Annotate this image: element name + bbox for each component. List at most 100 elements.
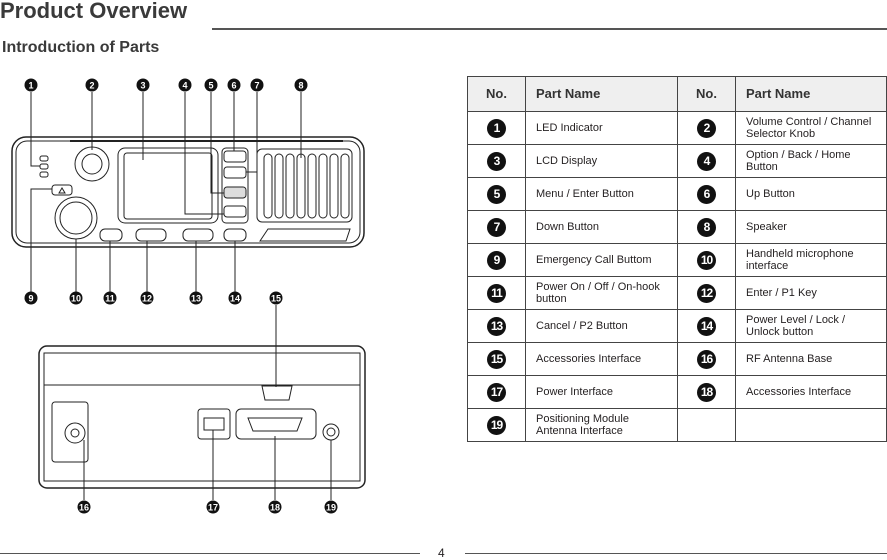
part-number-cell: 19 bbox=[467, 408, 526, 442]
callout-marker bbox=[140, 291, 154, 305]
part-number-badge: 9 bbox=[487, 250, 506, 270]
part-number-cell: 2 bbox=[677, 111, 736, 145]
callout-marker bbox=[250, 78, 264, 92]
callout-marker bbox=[227, 78, 241, 92]
header-part-name-2: Part Name bbox=[735, 76, 887, 112]
callout-marker bbox=[324, 500, 338, 514]
part-number-cell: 1 bbox=[467, 111, 526, 145]
part-number-badge: 19 bbox=[487, 415, 506, 435]
part-number-cell: 11 bbox=[467, 276, 526, 310]
callout-number: 6 bbox=[231, 81, 236, 91]
part-number-cell: 9 bbox=[467, 243, 526, 277]
callout-marker bbox=[189, 291, 203, 305]
part-number-cell: 17 bbox=[467, 375, 526, 409]
part-number-badge: 10 bbox=[697, 250, 716, 270]
callout-marker bbox=[269, 291, 283, 305]
footer-rule-right bbox=[465, 553, 887, 554]
callout-marker bbox=[85, 78, 99, 92]
part-name-cell: Option / Back / Home Button bbox=[735, 144, 887, 178]
callout-number: 11 bbox=[105, 294, 115, 304]
callout-marker bbox=[268, 500, 282, 514]
part-name-cell: RF Antenna Base bbox=[735, 342, 887, 376]
header-no: No. bbox=[467, 76, 526, 112]
callout-number: 17 bbox=[208, 503, 218, 513]
header-no-2: No. bbox=[677, 76, 736, 112]
callout-marker bbox=[228, 291, 242, 305]
part-name-cell: Down Button bbox=[525, 210, 678, 244]
part-number-badge: 3 bbox=[487, 151, 506, 171]
callout-marker bbox=[136, 78, 150, 92]
part-number-badge: 12 bbox=[697, 283, 716, 303]
part-number-cell: 16 bbox=[677, 342, 736, 376]
part-number-badge: 6 bbox=[697, 184, 716, 204]
callout-number: 2 bbox=[89, 81, 94, 91]
callout-number: 1 bbox=[28, 81, 33, 91]
part-name-cell: Volume Control / Channel Selector Knob bbox=[735, 111, 887, 145]
callout-marker bbox=[178, 78, 192, 92]
callout-marker bbox=[204, 78, 218, 92]
header-part-name: Part Name bbox=[525, 76, 678, 112]
callout-number: 12 bbox=[142, 294, 152, 304]
part-name-cell: Speaker bbox=[735, 210, 887, 244]
page-title: Product Overview bbox=[0, 0, 188, 23]
title-rule bbox=[212, 28, 887, 30]
callout-number: 5 bbox=[208, 81, 213, 91]
callout-number: 8 bbox=[298, 81, 303, 91]
part-number-cell bbox=[677, 408, 736, 442]
part-name-cell: Up Button bbox=[735, 177, 887, 211]
part-number-cell: 12 bbox=[677, 276, 736, 310]
part-number-cell: 15 bbox=[467, 342, 526, 376]
callout-number: 10 bbox=[71, 294, 81, 304]
callout-number: 16 bbox=[79, 503, 89, 513]
part-number-cell: 18 bbox=[677, 375, 736, 409]
part-number-cell: 3 bbox=[467, 144, 526, 178]
callout-number: 3 bbox=[140, 81, 145, 91]
callout-marker bbox=[24, 291, 38, 305]
part-name-cell: Power On / Off / On-hook button bbox=[525, 276, 678, 310]
front-panel bbox=[11, 136, 365, 248]
callout-marker bbox=[294, 78, 308, 92]
part-number-cell: 14 bbox=[677, 309, 736, 343]
part-name-cell: LCD Display bbox=[525, 144, 678, 178]
part-name-cell: Enter / P1 Key bbox=[735, 276, 887, 310]
part-number-badge: 5 bbox=[487, 184, 506, 204]
callout-number: 7 bbox=[254, 81, 259, 91]
part-name-cell: Accessories Interface bbox=[525, 342, 678, 376]
part-number-cell: 6 bbox=[677, 177, 736, 211]
part-number-badge: 13 bbox=[487, 316, 506, 336]
callout-marker bbox=[206, 500, 220, 514]
table-row: 3 LCD Display 4 Option / Back / Home Button bbox=[467, 144, 887, 178]
callout-number: 13 bbox=[191, 294, 201, 304]
part-number-badge: 11 bbox=[487, 283, 506, 303]
callout-number: 15 bbox=[271, 294, 281, 304]
part-number-badge: 18 bbox=[697, 382, 716, 402]
part-name-cell: Positioning Module Antenna Interface bbox=[525, 408, 678, 442]
part-number-cell: 7 bbox=[467, 210, 526, 244]
page-number: 4 bbox=[438, 546, 445, 560]
section-heading: Introduction of Parts bbox=[2, 39, 160, 56]
part-number-badge: 4 bbox=[697, 151, 716, 171]
callout-marker bbox=[103, 291, 117, 305]
part-number-badge: 14 bbox=[697, 316, 716, 336]
part-number-badge: 1 bbox=[487, 118, 506, 138]
front-leader-lines bbox=[30, 92, 302, 387]
callout-marker bbox=[69, 291, 83, 305]
table-row: 11 Power On / Off / On-hook button 12 Enter… bbox=[467, 276, 887, 310]
part-name-cell: LED Indicator bbox=[525, 111, 678, 145]
part-number-cell: 5 bbox=[467, 177, 526, 211]
part-name-cell: Cancel / P2 Button bbox=[525, 309, 678, 343]
callout-marker bbox=[77, 500, 91, 514]
part-name-cell: Accessories Interface bbox=[735, 375, 887, 409]
table-row: 19 Positioning Module Antenna Interface bbox=[467, 408, 887, 442]
part-name-cell bbox=[735, 408, 887, 442]
part-name-cell: Emergency Call Buttom bbox=[525, 243, 678, 277]
part-number-badge: 15 bbox=[487, 349, 506, 369]
part-name-cell: Power Interface bbox=[525, 375, 678, 409]
parts-table: No. Part Name No. Part Name 1 LED Indicat… bbox=[467, 76, 887, 442]
footer-rule-left bbox=[0, 553, 420, 554]
